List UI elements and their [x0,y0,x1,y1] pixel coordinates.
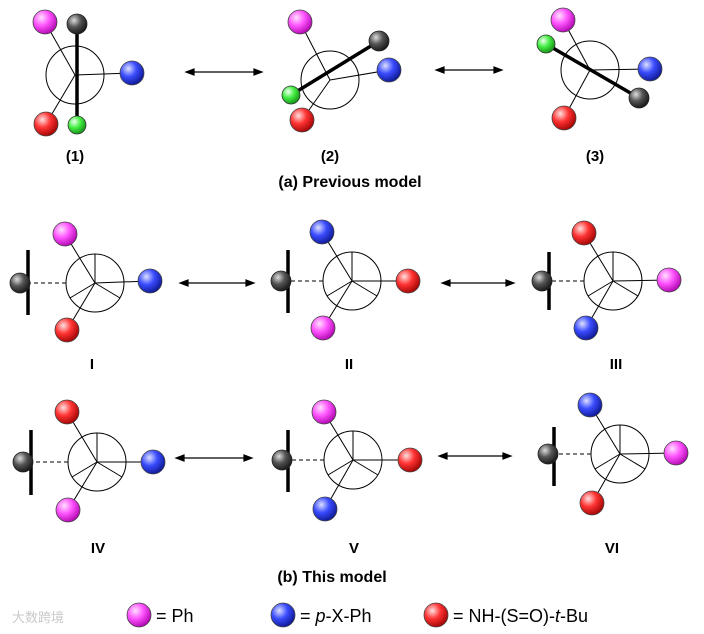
legend: 大数跨境 = Ph = p-X-Ph = NH-(S=O)-t-Bu [12,602,588,628]
watermark: 大数跨境 [12,611,64,626]
pxph-sphere [119,60,145,86]
caption-previous-model: (a) Previous model [278,174,421,191]
projection-IV [12,399,166,523]
label-V: V [349,540,359,557]
label-1: (1) [66,148,84,165]
dark-sphere [368,30,390,52]
cl-sphere [281,85,301,105]
nh-sphere [289,107,315,133]
label-VI: VI [605,540,619,557]
dark-sphere [531,270,553,292]
ph-sphere [52,221,78,247]
projection-VI [537,392,689,516]
ph-sphere [311,399,337,425]
ph-sphere [550,7,576,33]
label-2: (2) [321,148,339,165]
pxph-sphere [637,56,663,82]
nh-sphere [397,447,423,473]
projection-I [9,221,163,343]
equilibrium-arrow [184,68,264,76]
dark-sphere [628,87,650,109]
dark-sphere [537,443,559,465]
pxph-sphere [573,315,599,341]
dark-sphere [9,272,31,294]
projection-3 [536,7,663,131]
cl-sphere [67,115,87,135]
ph-sphere [663,440,689,466]
label-IV: IV [91,540,105,557]
caption-this-model: (b) This model [277,569,386,586]
legend-ph-sphere [126,602,152,628]
nh-sphere [33,111,59,137]
nh-sphere [551,105,577,131]
legend-nh-sphere [423,602,449,628]
equilibrium-arrow [434,66,504,74]
pxph-sphere [309,219,335,245]
pxph-sphere [376,57,402,83]
dark-sphere [270,270,292,292]
pxph-sphere [577,392,603,418]
legend-pxph-label: = p-X-Ph [300,606,372,626]
equilibrium-arrow [440,279,516,287]
nh-sphere [571,220,597,246]
label-III: III [610,356,623,373]
nh-sphere [395,268,421,294]
dark-sphere [12,451,34,473]
label-II: II [345,356,353,373]
dark-sphere [66,13,88,35]
cl-sphere [536,34,556,54]
legend-nh-label: = NH-(S=O)-t-Bu [453,606,588,626]
projection-III [531,220,682,341]
projection-V [271,399,423,522]
pxph-sphere [140,449,166,475]
nh-sphere [54,317,80,343]
pxph-sphere [137,268,163,294]
equilibrium-arrow [174,454,254,462]
ph-sphere [287,9,313,35]
projection-2 [281,9,402,133]
ph-sphere [656,267,682,293]
projection-1 [32,9,145,137]
ph-sphere [32,9,58,35]
ph-sphere [55,497,81,523]
nh-sphere [54,399,80,425]
projection-II [270,219,421,341]
equilibrium-arrow [178,279,256,287]
legend-pxph-sphere [270,602,296,628]
nh-sphere [579,490,605,516]
dark-sphere [271,449,293,471]
equilibrium-arrow [437,452,513,460]
label-3: (3) [586,148,604,165]
pxph-sphere [312,496,338,522]
legend-ph-label: = Ph [156,606,194,626]
ph-sphere [310,315,336,341]
label-I: I [90,356,94,373]
